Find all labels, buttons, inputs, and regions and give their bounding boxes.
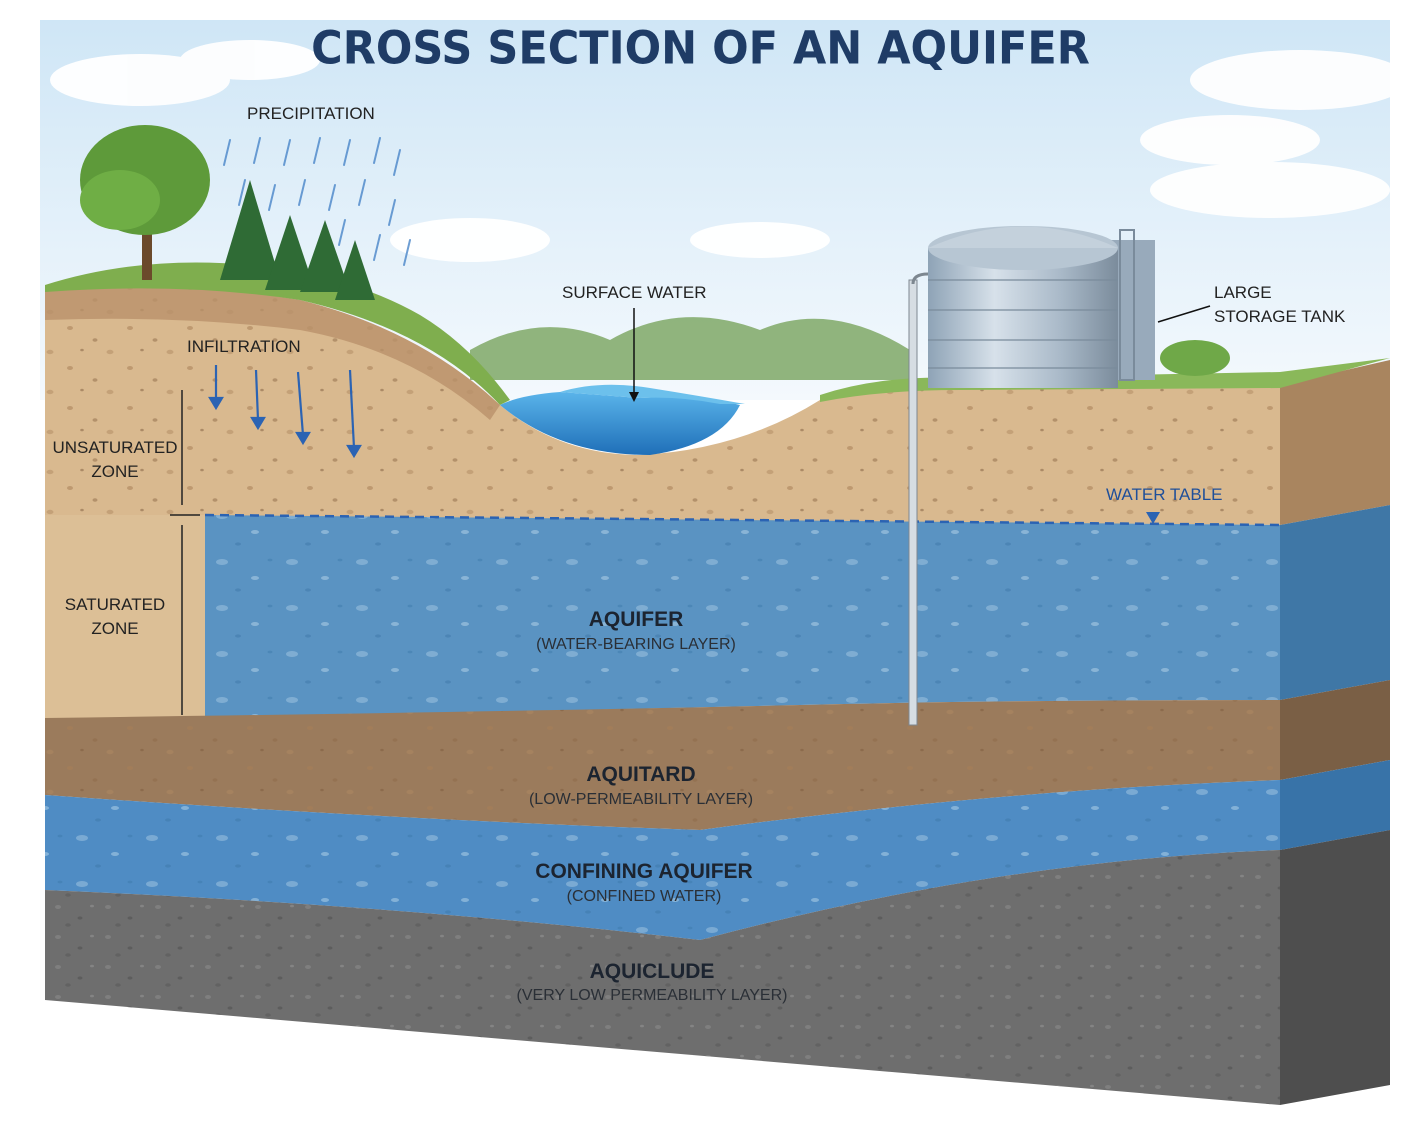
infiltration-label: INFILTRATION bbox=[187, 337, 301, 356]
pine-trees-icon bbox=[220, 180, 375, 300]
aquitard-name: AQUITARD bbox=[586, 763, 696, 786]
confining-aquifer-name: CONFINING AQUIFER bbox=[535, 860, 753, 883]
grass-hill bbox=[45, 262, 510, 405]
saturated-zone-label-line2: ZONE bbox=[91, 619, 139, 638]
confining-aquifer-description: (CONFINED WATER) bbox=[566, 888, 722, 905]
aquifer-texture bbox=[205, 515, 1280, 718]
aquifer-name: AQUIFER bbox=[588, 608, 684, 631]
confining-aquifer-texture bbox=[45, 780, 1280, 940]
water-table-label: WATER TABLE bbox=[1106, 485, 1223, 504]
aquiclude-description: (VERY LOW PERMEABILITY LAYER) bbox=[516, 987, 788, 1004]
block-side-aquitard bbox=[1280, 680, 1390, 780]
aquifer-description: (WATER-BEARING LAYER) bbox=[536, 636, 736, 653]
aquitard-texture bbox=[45, 700, 1280, 830]
infiltration-arrows-icon bbox=[208, 365, 362, 459]
block-side-aquiclude bbox=[1280, 830, 1390, 1105]
soil-texture bbox=[45, 284, 1280, 525]
block-side-aquifer bbox=[1280, 505, 1390, 700]
unsaturated-zone-label-line2: ZONE bbox=[91, 462, 139, 481]
surface-water-label: SURFACE WATER bbox=[562, 283, 707, 302]
aquiclude-name: AQUICLUDE bbox=[589, 960, 715, 983]
saturated-zone-label-line1: SATURATED bbox=[64, 595, 166, 614]
bush-icon bbox=[1160, 340, 1230, 376]
topsoil-band bbox=[45, 284, 500, 420]
tree-icon bbox=[80, 125, 210, 280]
unsaturated-zone-label-line1: UNSATURATED bbox=[52, 438, 178, 457]
block-side-soil bbox=[1280, 360, 1390, 525]
precipitation-label: PRECIPITATION bbox=[247, 104, 375, 123]
storage-tank-icon bbox=[928, 226, 1155, 388]
surface-water-pond bbox=[500, 392, 740, 455]
storage-tank-label-line1: LARGE bbox=[1214, 283, 1272, 302]
water-table-marker-icon bbox=[1146, 512, 1160, 524]
zone-brackets bbox=[170, 390, 200, 715]
well-pipe bbox=[908, 272, 929, 726]
block-side-confined bbox=[1280, 760, 1390, 850]
page-title: CROSS SECTION OF AN AQUIFER bbox=[311, 22, 1090, 76]
storage-tank-label-line2: STORAGE TANK bbox=[1214, 307, 1346, 326]
aquitard-description: (LOW-PERMEABILITY LAYER) bbox=[528, 791, 754, 808]
clouds bbox=[50, 40, 1401, 262]
river bbox=[560, 384, 745, 404]
precipitation-rain-icon bbox=[223, 137, 411, 266]
aquiclude-texture bbox=[45, 850, 1280, 1105]
storage-tank-pointer bbox=[1157, 305, 1211, 323]
saturated-soil-left bbox=[45, 515, 205, 718]
surface-water-pointer bbox=[629, 308, 639, 402]
distant-hills bbox=[470, 317, 910, 380]
